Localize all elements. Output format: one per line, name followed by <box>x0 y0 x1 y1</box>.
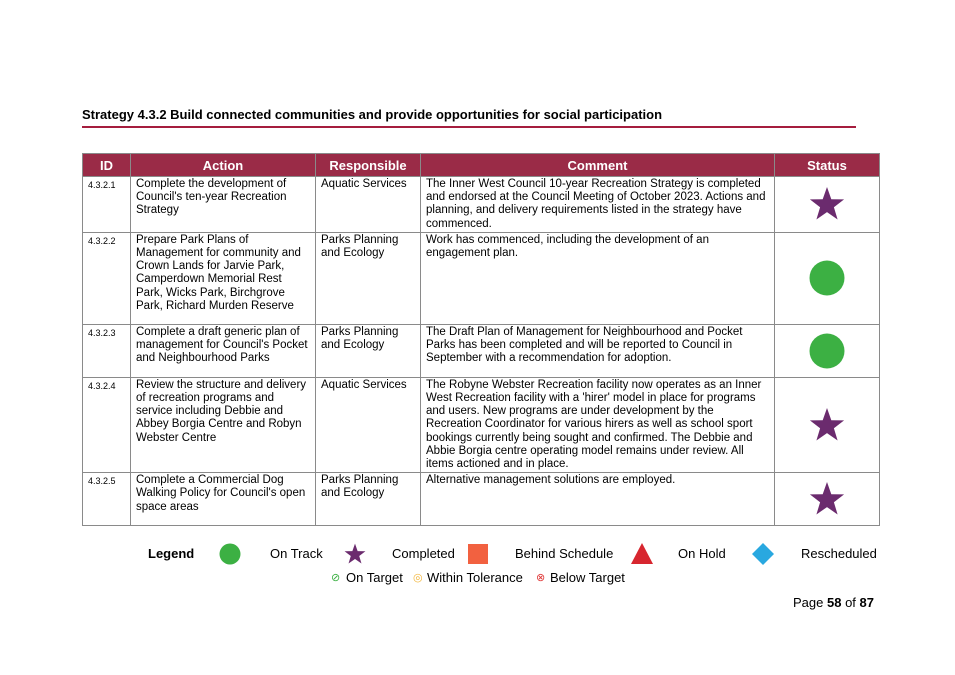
row-status <box>774 376 880 474</box>
on-track-circle-icon <box>219 543 241 565</box>
row-action: Prepare Park Plans of Management for com… <box>130 231 316 325</box>
row-action: Complete the development of Council's te… <box>130 176 316 233</box>
row-status <box>774 323 880 378</box>
row-action: Review the structure and delivery of rec… <box>130 376 316 474</box>
on-hold-triangle-icon <box>631 543 653 564</box>
legend-title: Legend <box>148 546 195 561</box>
row-status <box>774 231 880 325</box>
legend-rescheduled-label: Rescheduled <box>801 546 877 561</box>
table-row: 4.3.2.3 Complete a draft generic plan of… <box>82 323 880 378</box>
heading-underline <box>82 126 856 128</box>
below-target-cross-icon: ⊗ <box>536 572 546 584</box>
row-comment: The Draft Plan of Management for Neighbo… <box>420 323 775 378</box>
legend-on-hold-label: On Hold <box>678 546 726 561</box>
on-track-circle-icon <box>809 260 845 296</box>
column-header-id: ID <box>82 153 131 177</box>
page-prefix: Page <box>792 595 824 610</box>
status-legend: Legend On Track Completed Behind Schedul… <box>0 543 955 565</box>
completed-star-icon <box>809 482 845 515</box>
completed-star-icon <box>344 543 366 564</box>
row-id: 4.3.2.2 <box>82 231 131 325</box>
page-current: 58 <box>826 595 842 610</box>
on-target-check-icon: ⊘ <box>331 572 341 584</box>
row-status <box>774 472 880 527</box>
row-responsible: Aquatic Services <box>315 176 421 233</box>
row-id: 4.3.2.3 <box>82 323 131 378</box>
legend-behind-schedule-label: Behind Schedule <box>515 546 614 561</box>
row-responsible: Parks Planning and Ecology <box>315 323 421 378</box>
completed-star-icon <box>809 187 845 220</box>
column-header-action: Action <box>130 153 316 177</box>
row-responsible: Aquatic Services <box>315 376 421 474</box>
table-row: 4.3.2.1 Complete the development of Coun… <box>82 176 880 233</box>
row-id: 4.3.2.5 <box>82 472 131 527</box>
table-row: 4.3.2.5 Complete a Commercial Dog Walkin… <box>82 472 880 527</box>
actions-table: ID Action Responsible Comment Status 4.3… <box>82 153 880 527</box>
target-legend: ⊘ On Target ◎ Within Tolerance ⊗ Below T… <box>0 570 955 588</box>
page-of: of <box>845 595 856 610</box>
table-header-row: ID Action Responsible Comment Status <box>82 153 880 177</box>
table-row: 4.3.2.2 Prepare Park Plans of Management… <box>82 231 880 325</box>
legend-below-target-label: Below Target <box>550 570 625 585</box>
row-comment: Work has commenced, including the develo… <box>420 231 775 325</box>
row-responsible: Parks Planning and Ecology <box>315 472 421 527</box>
table-row: 4.3.2.4 Review the structure and deliver… <box>82 376 880 474</box>
row-responsible: Parks Planning and Ecology <box>315 231 421 325</box>
row-status <box>774 176 880 233</box>
within-tolerance-circle-icon: ◎ <box>413 572 423 584</box>
behind-schedule-square-icon <box>468 544 488 564</box>
legend-within-tolerance-label: Within Tolerance <box>427 570 523 585</box>
row-comment: The Inner West Council 10-year Recreatio… <box>420 176 775 233</box>
strategy-heading: Strategy 4.3.2 Build connected communiti… <box>82 107 663 122</box>
legend-completed-label: Completed <box>392 546 455 561</box>
column-header-comment: Comment <box>420 153 775 177</box>
page-total: 87 <box>859 595 874 610</box>
column-header-status: Status <box>774 153 880 177</box>
row-id: 4.3.2.1 <box>82 176 131 233</box>
row-action: Complete a draft generic plan of managem… <box>130 323 316 378</box>
row-comment: The Robyne Webster Recreation facility n… <box>420 376 775 474</box>
page-number: Page 58 of 87 <box>793 595 874 610</box>
legend-on-target-label: On Target <box>346 570 403 585</box>
row-id: 4.3.2.4 <box>82 376 131 474</box>
row-action: Complete a Commercial Dog Walking Policy… <box>130 472 316 527</box>
row-comment: Alternative management solutions are emp… <box>420 472 775 527</box>
rescheduled-diamond-icon <box>752 543 774 565</box>
column-header-responsible: Responsible <box>315 153 421 177</box>
completed-star-icon <box>809 408 845 441</box>
on-track-circle-icon <box>809 333 845 369</box>
legend-on-track-label: On Track <box>270 546 323 561</box>
